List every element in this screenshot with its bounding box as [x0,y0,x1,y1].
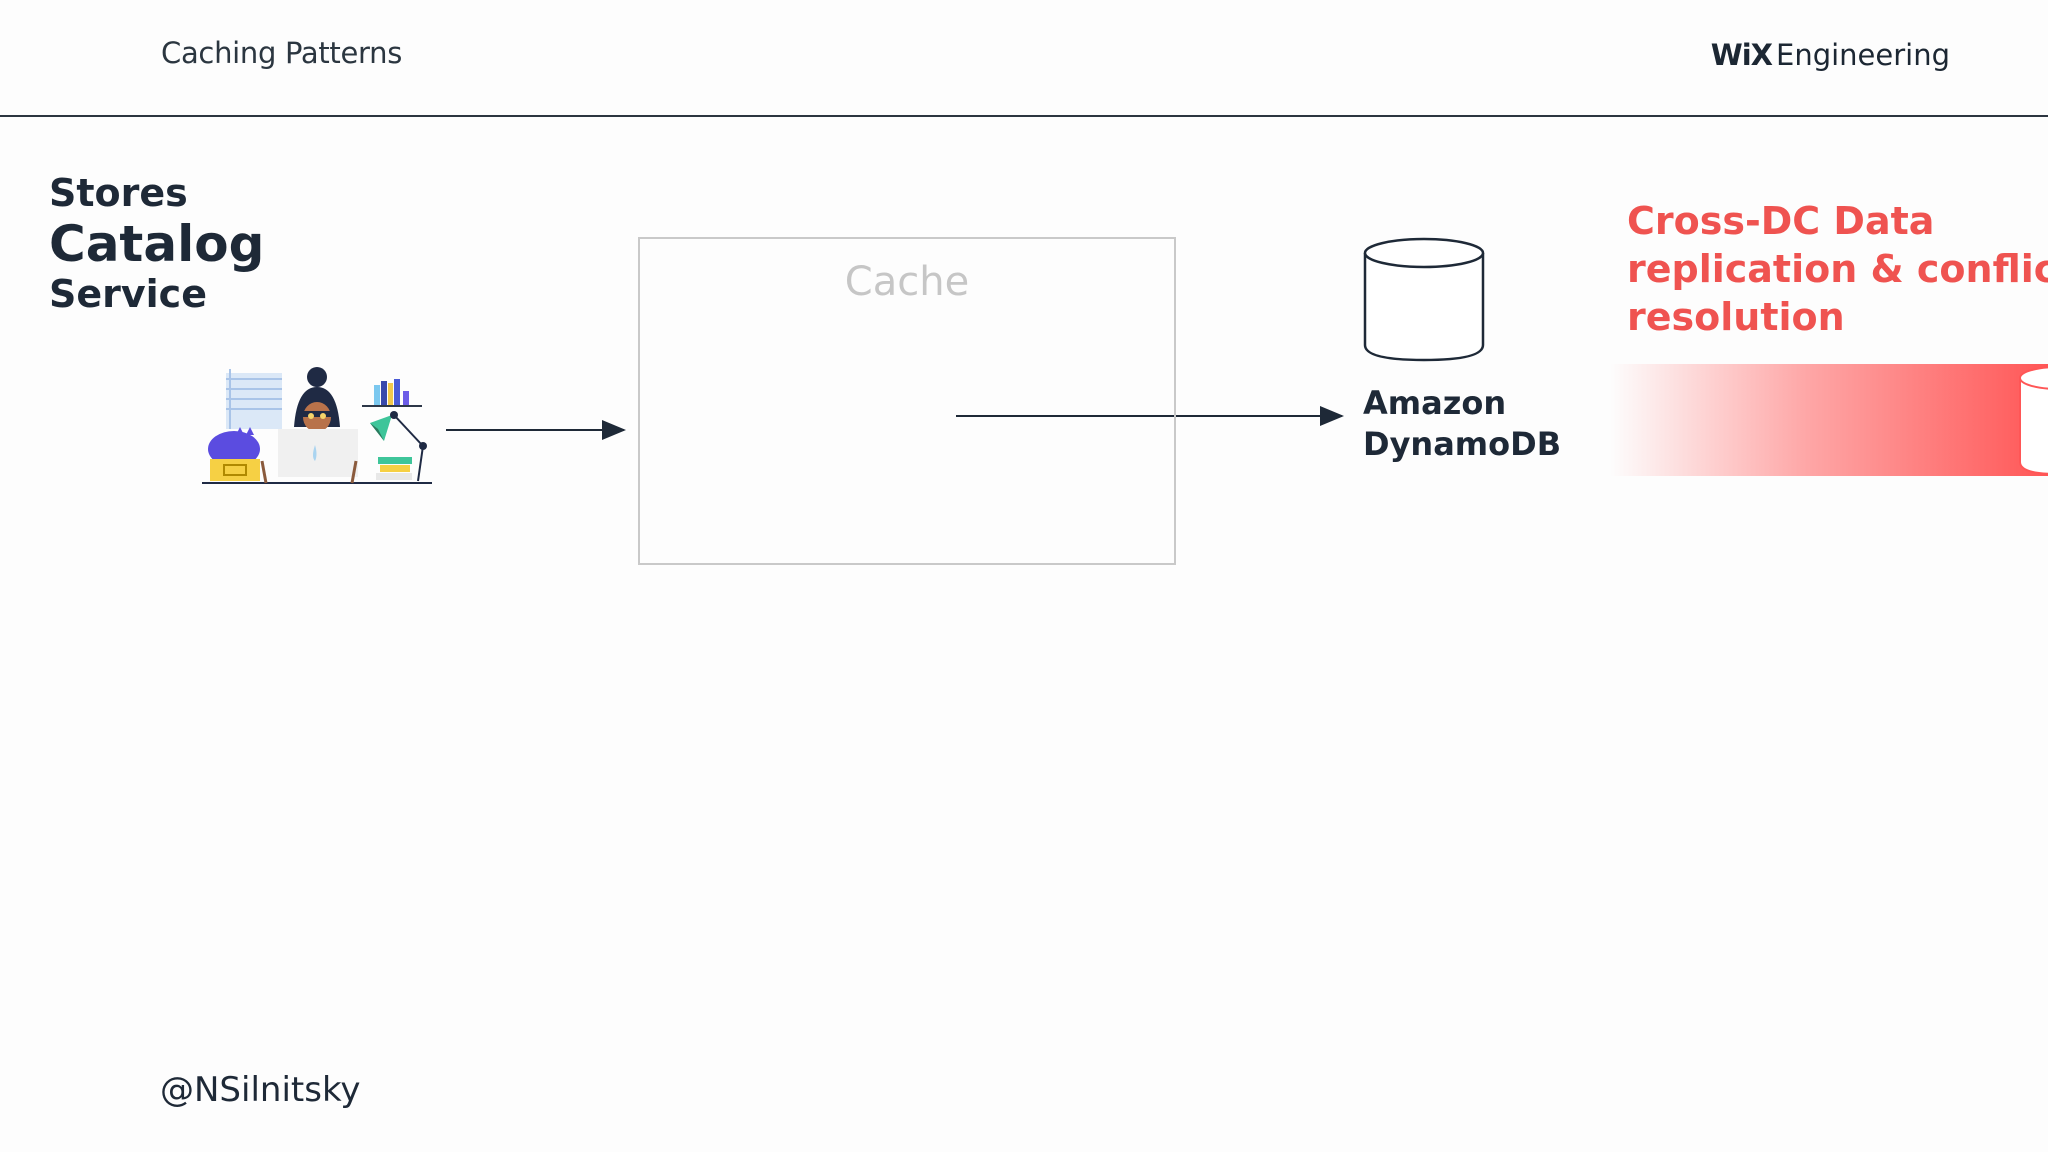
highlight-line1: Cross-DC Data [1627,199,1935,243]
slide-section-title: Caching Patterns [161,36,403,70]
database-cylinder-icon [1363,237,1485,362]
author-handle: @NSilnitsky [160,1070,361,1110]
service-title-line3: Service [49,272,207,317]
header-divider [0,115,2048,117]
service-title-line2: Catalog [49,214,265,273]
brand-name: Engineering [1776,38,1950,72]
highlight-line3: resolution [1627,294,1845,339]
database-label: Amazon DynamoDB [1363,383,1561,464]
database-label-line2: DynamoDB [1363,424,1562,463]
cache-label: Cache [844,259,970,305]
cache-box: Cache [638,237,1176,565]
partial-database-icon [2019,366,2048,475]
replication-highlight-band [1610,364,2048,476]
brand-logo: WiX [1710,38,1773,72]
service-title: Stores Catalog Service [49,171,265,317]
developer-illustration [202,367,432,484]
service-title-line1: Stores [49,171,188,215]
database-label-line1: Amazon [1363,384,1507,422]
highlight-line2: replication & conflict [1627,246,2048,291]
highlight-title: Cross-DC Data replication & conflict res… [1627,198,2048,342]
